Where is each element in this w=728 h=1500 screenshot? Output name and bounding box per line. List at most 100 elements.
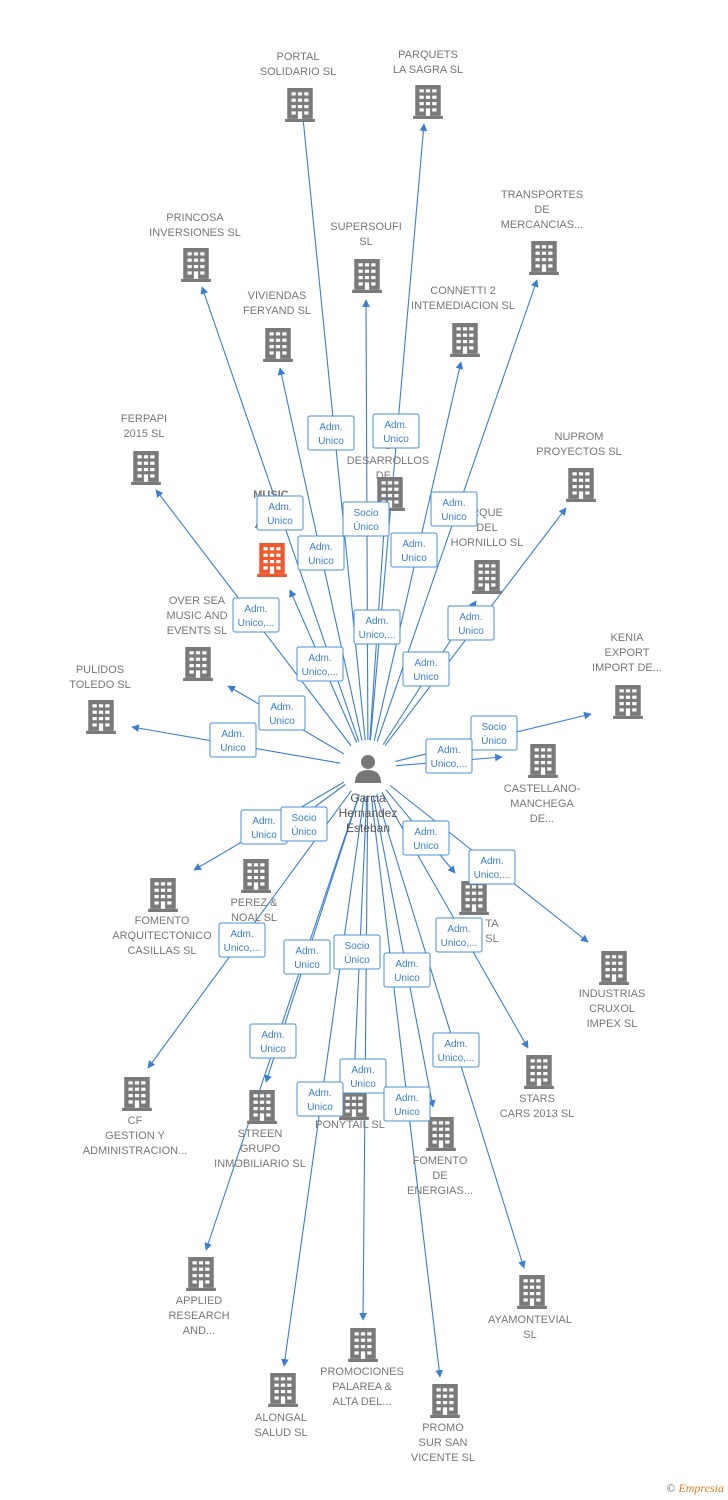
relation-badge-industrias[interactable]: Adm.Unico,... xyxy=(468,849,516,885)
relation-badge-ta[interactable]: Adm.Unico xyxy=(402,820,450,856)
company-name-line: RQUE xyxy=(471,507,503,519)
relation-badge-box xyxy=(280,806,328,842)
building-icon xyxy=(122,1077,152,1111)
brand-logo-text[interactable]: Empresia xyxy=(678,1481,724,1495)
relation-badge-connetti[interactable]: Adm.Unico xyxy=(390,532,438,568)
company-node-castellano[interactable]: CASTELLANO-MANCHEGADE... xyxy=(504,744,581,825)
relation-badge-promociones[interactable]: Adm.Unico xyxy=(339,1058,387,1094)
relation-badge-desarrollos[interactable]: Adm.Unico,... xyxy=(353,609,401,645)
relation-badge-box xyxy=(435,917,483,953)
company-node-perez[interactable]: PEREZ &NOAL SL xyxy=(230,859,278,924)
edge-promo xyxy=(370,795,444,1378)
relation-badge-box xyxy=(468,849,516,885)
company-name-line: HORNILLO SL xyxy=(451,537,524,549)
company-node-applied[interactable]: APPLIEDRESEARCHAND... xyxy=(168,1257,230,1337)
building-icon xyxy=(148,878,178,912)
relation-text: Adm. xyxy=(447,924,470,935)
building-icon xyxy=(413,85,443,119)
relation-badge-cf[interactable]: Adm.Unico,... xyxy=(218,922,266,958)
company-name-line: CRUXOL xyxy=(589,1003,635,1015)
relation-badge-castellano[interactable]: Adm.Unico,... xyxy=(425,738,473,774)
footer-credit: © Empresia xyxy=(666,1481,724,1496)
relation-badge-oversea[interactable]: Adm.Unico xyxy=(258,695,306,731)
company-name-line: TOLEDO SL xyxy=(69,679,131,691)
relation-text: Adm. xyxy=(384,420,407,431)
relation-text: Unico,... xyxy=(474,870,511,881)
relation-badge-parque[interactable]: Adm.Unico xyxy=(402,651,450,687)
relation-badge-pulidos[interactable]: Adm.Unico xyxy=(209,722,257,758)
relation-badge-fomento_arq[interactable]: Adm.Unico xyxy=(240,809,288,845)
company-name-line: SALUD SL xyxy=(254,1427,307,1439)
relation-badge-princosa[interactable]: Adm.Unico xyxy=(256,495,304,531)
relation-badge-ayamontevial[interactable]: Adm.Unico,... xyxy=(432,1032,480,1068)
company-node-ponytail[interactable]: PONYTAIL SL xyxy=(315,1086,385,1131)
relation-badge-applied[interactable]: Adm.Unico xyxy=(249,1023,297,1059)
relation-text: Unico xyxy=(350,1079,376,1090)
relation-badge-stars[interactable]: Adm.Unico,... xyxy=(435,917,483,953)
relation-text: Adm. xyxy=(395,1093,418,1104)
building-icon xyxy=(86,700,116,734)
relation-badge-box xyxy=(432,1032,480,1068)
company-name-line: ADMINISTRACION... xyxy=(83,1145,188,1157)
company-name-line: EXPORT xyxy=(604,647,649,659)
edge-ayamontevial xyxy=(375,794,526,1269)
relation-badge-streen[interactable]: Adm.Unico xyxy=(283,939,331,975)
company-name-line: CARS 2013 SL xyxy=(500,1108,575,1120)
relation-text: Adm. xyxy=(308,1088,331,1099)
relation-badge-ferpapi[interactable]: Adm.Unico,... xyxy=(232,597,280,633)
company-name-line: INDUSTRIAS xyxy=(579,988,646,1000)
relation-text: Adm. xyxy=(309,542,332,553)
relation-text: Unico,... xyxy=(438,1053,475,1064)
relation-badge-alongal[interactable]: Adm.Unico xyxy=(296,1081,344,1117)
relation-badge-box xyxy=(333,934,381,970)
relation-text: Unico,... xyxy=(431,759,468,770)
edge-promociones xyxy=(359,795,369,1321)
relation-badge-viviendas[interactable]: Adm.Unico xyxy=(297,535,345,571)
relation-badge-transportes[interactable]: Adm.Unico xyxy=(430,491,478,527)
relation-badge-portal[interactable]: Adm.Unico xyxy=(307,415,355,451)
company-name-line: TA xyxy=(485,918,499,930)
company-node-fomento_en[interactable]: FOMENTODEENERGIAS... xyxy=(407,1117,473,1197)
relation-badge-box xyxy=(372,413,420,449)
company-node-transportes[interactable]: TRANSPORTESDEMERCANCIAS... xyxy=(501,189,584,275)
relation-badge-promo[interactable]: Adm.Unico xyxy=(383,1086,431,1122)
relation-badge-box xyxy=(430,491,478,527)
company-node-desarrollos[interactable]: SDESARROLLOSDE... xyxy=(347,440,430,511)
company-name-line: PARQUETS xyxy=(398,49,458,61)
edge-fomento_en xyxy=(372,795,436,1108)
building-icon xyxy=(613,685,643,719)
relation-badge-music[interactable]: Adm.Unico,... xyxy=(296,646,344,682)
company-name-line: DE xyxy=(432,1170,447,1182)
relation-text: Unico xyxy=(383,434,409,445)
relation-badge-fomento_en[interactable]: Adm.Unico xyxy=(383,952,431,988)
relation-badge-nuprom[interactable]: Adm.Unico xyxy=(447,605,495,641)
relation-badge-parquets[interactable]: Adm. Unico xyxy=(372,413,420,449)
